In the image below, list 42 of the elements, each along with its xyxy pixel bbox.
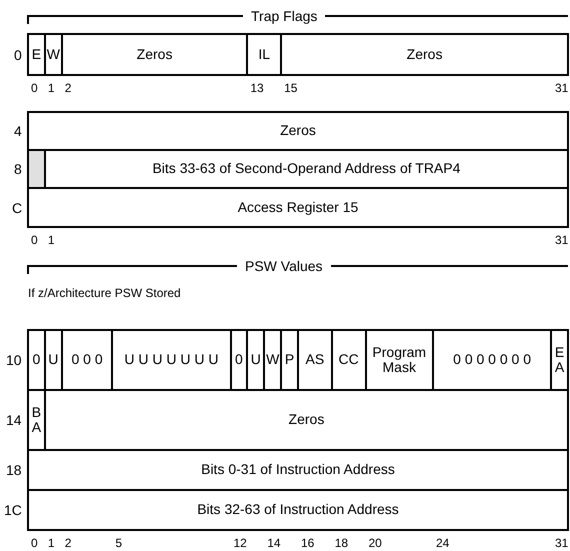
offset-label: 10 xyxy=(6,353,22,367)
register-field: Zeros xyxy=(280,33,569,76)
bit-number: 0 xyxy=(31,82,38,94)
bit-number: 20 xyxy=(368,537,382,549)
register-field: Zeros xyxy=(60,33,248,76)
offset-label: 8 xyxy=(14,162,22,176)
bit-number: 15 xyxy=(284,82,298,94)
register-field: IL xyxy=(246,33,282,76)
bit-number: 0 xyxy=(31,234,38,246)
bit-number: 18 xyxy=(334,537,348,549)
bit-number: 0 xyxy=(31,537,38,549)
register-field: 0 xyxy=(27,329,46,391)
register-field: W xyxy=(44,33,63,76)
section-title: Trap Flags xyxy=(251,9,318,23)
offset-label: 0 xyxy=(14,48,22,62)
offset-label: 1C xyxy=(4,503,22,517)
bit-number: 31 xyxy=(555,82,568,94)
register-field: Zeros xyxy=(27,111,569,151)
bit-number: 1 xyxy=(48,82,55,94)
register-field: E xyxy=(27,33,46,76)
offset-label: C xyxy=(12,200,22,214)
offset-label: 14 xyxy=(6,413,22,427)
bit-number: 2 xyxy=(64,82,72,94)
register-field: Bits 0-31 of Instruction Address xyxy=(27,449,569,491)
bit-number: 24 xyxy=(436,537,450,549)
register-field: Bits 32-63 of Instruction Address xyxy=(27,489,569,531)
bit-number: 12 xyxy=(234,537,247,549)
offset-label: 18 xyxy=(6,463,22,477)
bit-number: 31 xyxy=(555,234,568,246)
register-field: E A xyxy=(550,329,569,391)
note-text: If z/Architecture PSW Stored xyxy=(28,287,181,299)
bit-number: 1 xyxy=(48,234,55,246)
bit-number: 14 xyxy=(267,537,281,549)
offset-label: 4 xyxy=(14,124,22,138)
section-title: PSW Values xyxy=(245,259,323,273)
register-field: Access Register 15 xyxy=(27,187,569,228)
bit-number: 31 xyxy=(555,537,568,549)
bit-number: 5 xyxy=(115,537,122,549)
bit-number: 13 xyxy=(250,82,264,94)
bit-number: 2 xyxy=(64,537,72,549)
bit-number: 16 xyxy=(301,537,314,549)
bit-number: 1 xyxy=(48,537,55,549)
